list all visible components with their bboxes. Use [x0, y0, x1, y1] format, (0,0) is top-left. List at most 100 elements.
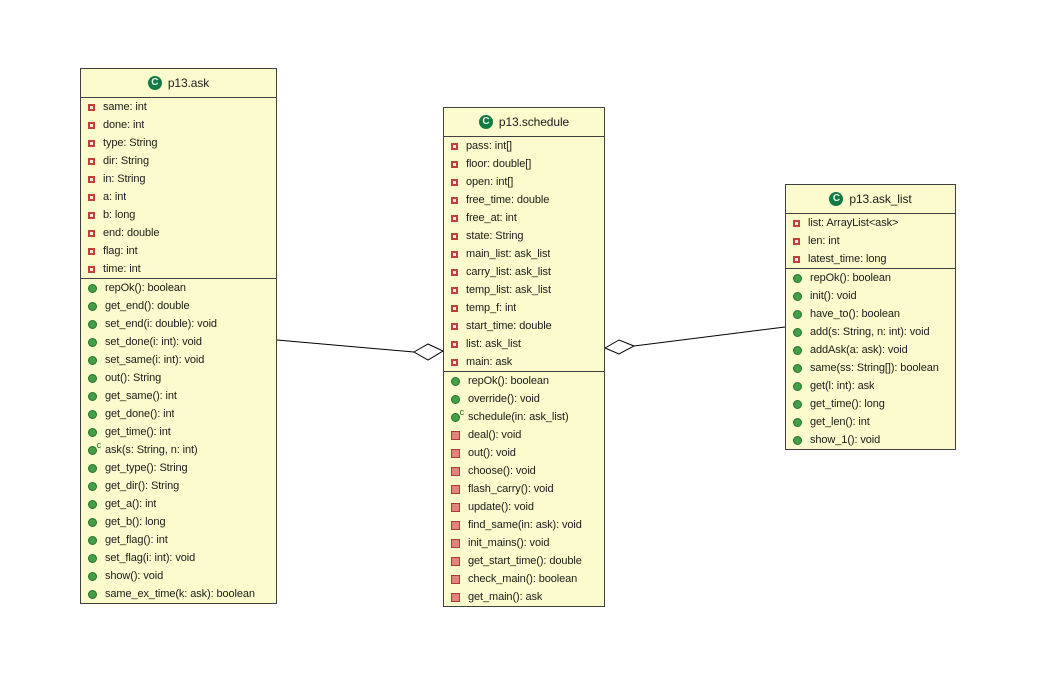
member-row[interactable]: get_time(): long [786, 395, 955, 413]
member-row[interactable]: done: int [81, 116, 276, 134]
member-row[interactable]: end: double [81, 224, 276, 242]
member-row[interactable]: get_len(): int [786, 413, 955, 431]
member-signature: out(): void [468, 447, 516, 459]
member-signature: get_b(): long [105, 516, 166, 528]
member-row[interactable]: len: int [786, 232, 955, 250]
member-row[interactable]: find_same(in: ask): void [444, 516, 604, 534]
member-row[interactable]: main: ask [444, 353, 604, 371]
member-row[interactable]: init_mains(): void [444, 534, 604, 552]
member-row[interactable]: deal(): void [444, 426, 604, 444]
member-row[interactable]: pass: int[] [444, 137, 604, 155]
member-row[interactable]: type: String [81, 134, 276, 152]
class-header[interactable]: C p13.ask [81, 69, 276, 98]
member-signature: state: String [466, 230, 524, 242]
public-member-icon [793, 381, 802, 391]
aggregation-edge-ask-schedule[interactable] [276, 339, 445, 361]
member-row[interactable]: repOk(): boolean [786, 269, 955, 287]
member-row[interactable]: set_done(i: int): void [81, 333, 276, 351]
member-row[interactable]: in: String [81, 170, 276, 188]
member-signature: get_end(): double [105, 300, 190, 312]
member-row[interactable]: get_main(): ask [444, 588, 604, 606]
member-row[interactable]: get_b(): long [81, 513, 276, 531]
member-row[interactable]: free_at: int [444, 209, 604, 227]
member-signature: pass: int[] [466, 140, 512, 152]
member-row[interactable]: list: ArrayList<ask> [786, 214, 955, 232]
member-signature: same_ex_time(k: ask): boolean [105, 588, 255, 600]
member-row[interactable]: start_time: double [444, 317, 604, 335]
member-row[interactable]: flag: int [81, 242, 276, 260]
member-row[interactable]: get_type(): String [81, 459, 276, 477]
member-row[interactable]: time: int [81, 260, 276, 278]
member-signature: flag: int [103, 245, 138, 257]
member-row[interactable]: add(s: String, n: int): void [786, 323, 955, 341]
fields-section: pass: int[]floor: double[]open: int[]fre… [444, 137, 604, 372]
member-signature: set_end(i: double): void [105, 318, 217, 330]
member-row[interactable]: dir: String [81, 152, 276, 170]
member-row[interactable]: init(): void [786, 287, 955, 305]
member-signature: choose(): void [468, 465, 536, 477]
member-row[interactable]: temp_list: ask_list [444, 281, 604, 299]
member-row[interactable]: schedule(in: ask_list) [444, 407, 604, 426]
class-node-schedule[interactable]: C p13.schedule pass: int[] floor: double[… [443, 107, 605, 607]
class-header[interactable]: C p13.schedule [444, 108, 604, 137]
public-member-icon [793, 363, 802, 373]
aggregation-edge-asklist-schedule[interactable] [603, 326, 786, 355]
member-row[interactable]: carry_list: ask_list [444, 263, 604, 281]
class-node-ask-list[interactable]: C p13.ask_list list: ArrayList<ask>len: … [785, 184, 956, 450]
member-row[interactable]: set_flag(i: int): void [81, 549, 276, 567]
member-signature: find_same(in: ask): void [468, 519, 582, 531]
member-row[interactable]: show_1(): void [786, 431, 955, 449]
member-row[interactable]: list: ask_list [444, 335, 604, 353]
member-row[interactable]: temp_f: int [444, 299, 604, 317]
member-row[interactable]: repOk(): boolean [81, 279, 276, 297]
member-row[interactable]: ask(s: String, n: int) [81, 440, 276, 459]
class-header[interactable]: C p13.ask_list [786, 185, 955, 214]
member-row[interactable]: get_dir(): String [81, 477, 276, 495]
member-signature: get_dir(): String [105, 480, 180, 492]
member-row[interactable]: a: int [81, 188, 276, 206]
member-row[interactable]: same_ex_time(k: ask): boolean [81, 585, 276, 603]
member-signature: get_done(): int [105, 408, 175, 420]
member-row[interactable]: have_to(): boolean [786, 305, 955, 323]
member-row[interactable]: open: int[] [444, 173, 604, 191]
member-row[interactable]: latest_time: long [786, 250, 955, 268]
member-row[interactable]: get_time(): int [81, 423, 276, 441]
member-row[interactable]: set_same(i: int): void [81, 351, 276, 369]
member-signature: same: int [103, 101, 147, 113]
member-row[interactable]: override(): void [444, 390, 604, 408]
member-row[interactable]: get_end(): double [81, 297, 276, 315]
member-row[interactable]: choose(): void [444, 462, 604, 480]
member-row[interactable]: free_time: double [444, 191, 604, 209]
member-signature: carry_list: ask_list [466, 266, 551, 278]
member-row[interactable]: same(ss: String[]): boolean [786, 359, 955, 377]
member-row[interactable]: b: long [81, 206, 276, 224]
member-row[interactable]: repOk(): boolean [444, 372, 604, 390]
member-row[interactable]: state: String [444, 227, 604, 245]
public-member-icon [451, 394, 460, 404]
member-signature: dir: String [103, 155, 149, 167]
member-row[interactable]: check_main(): boolean [444, 570, 604, 588]
member-row[interactable]: flash_carry(): void [444, 480, 604, 498]
member-row[interactable]: addAsk(a: ask): void [786, 341, 955, 359]
member-row[interactable]: show(): void [81, 567, 276, 585]
member-row[interactable]: get_a(): int [81, 495, 276, 513]
member-row[interactable]: same: int [81, 98, 276, 116]
member-row[interactable]: main_list: ask_list [444, 245, 604, 263]
member-row[interactable]: set_end(i: double): void [81, 315, 276, 333]
member-row[interactable]: get(l: int): ask [786, 377, 955, 395]
member-row[interactable]: update(): void [444, 498, 604, 516]
member-row[interactable]: floor: double[] [444, 155, 604, 173]
member-row[interactable]: get_same(): int [81, 387, 276, 405]
private-member-icon [451, 538, 460, 548]
member-row[interactable]: get_start_time(): double [444, 552, 604, 570]
private-member-icon [451, 430, 460, 440]
member-row[interactable]: out(): String [81, 369, 276, 387]
member-signature: get_main(): ask [468, 591, 543, 603]
methods-section: repOk(): boolean get_end(): double set_end… [81, 279, 276, 603]
member-row[interactable]: out(): void [444, 444, 604, 462]
member-row[interactable]: get_done(): int [81, 405, 276, 423]
member-row[interactable]: get_flag(): int [81, 531, 276, 549]
